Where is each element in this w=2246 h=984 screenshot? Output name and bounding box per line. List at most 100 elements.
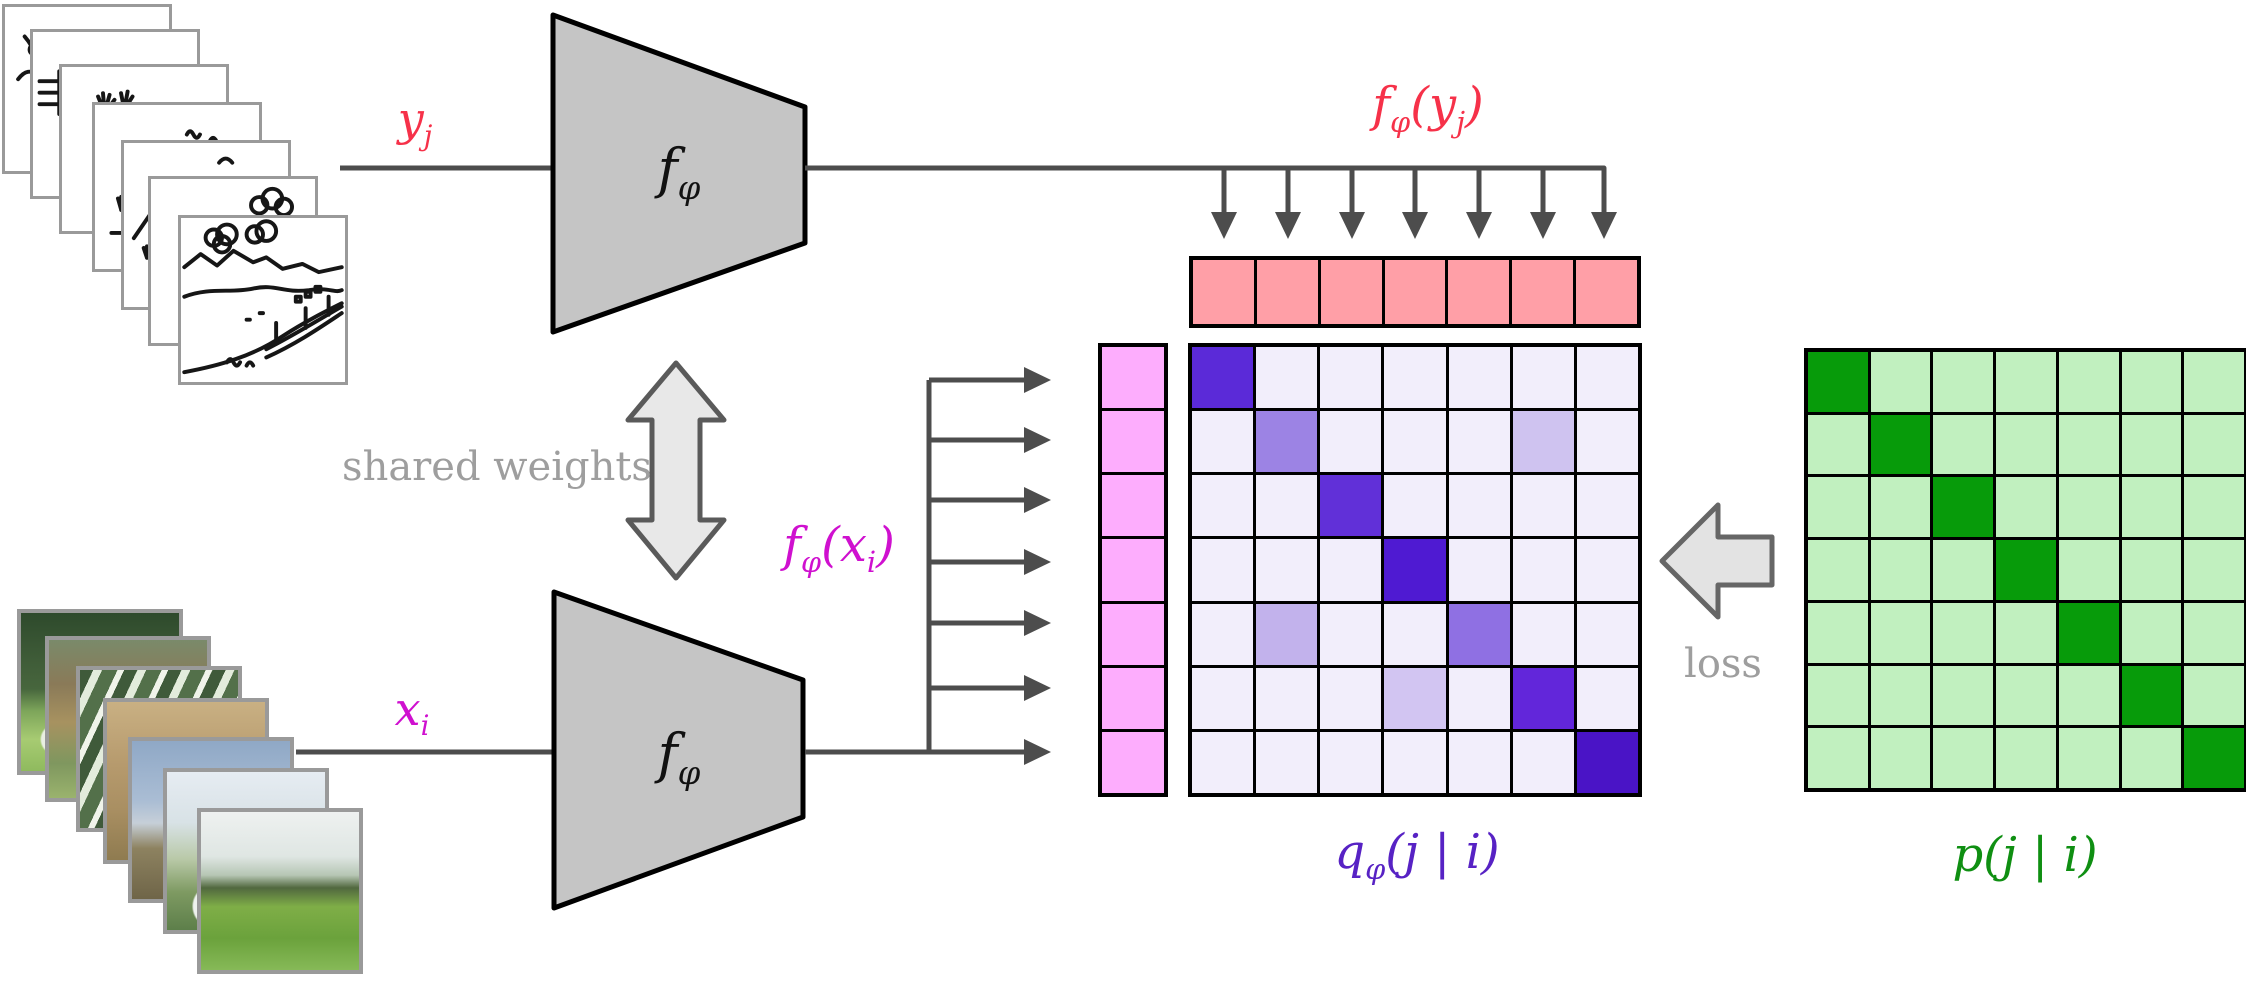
matrix-cell [1448,475,1510,537]
matrix-cell [2058,540,2119,600]
matrix-cell [1996,540,2056,600]
matrix-cell [1192,539,1254,601]
matrix-cell [1448,731,1510,793]
q-matrix-label: qφ(j | i) [1334,824,1500,886]
matrix-cell [2184,540,2244,600]
matrix-cell [2184,477,2244,538]
matrix-cell [1512,411,1574,473]
matrix-cell [2184,728,2244,788]
matrix-cell [1996,414,2056,475]
matrix-cell [1512,347,1574,409]
matrix-cell [1192,475,1254,537]
matrix-cell [2058,414,2119,475]
matrix-cell [1320,411,1382,473]
matrix-cell [1996,602,2056,663]
encoder-top-label: fφ [657,136,701,208]
matrix-cell [1192,667,1254,729]
matrix-cell [2058,352,2119,412]
matrix-cell [1320,260,1382,324]
loss-arrow-icon [1659,502,1775,620]
matrix-cell [1320,603,1382,665]
matrix-cell [1102,731,1164,793]
matrix-cell [2121,540,2182,600]
matrix-cell [1256,411,1318,473]
matrix-cell [1384,260,1446,324]
matrix-cell [2058,665,2119,726]
f-y-output-line [805,165,1617,239]
matrix-cell [2121,728,2182,788]
matrix-cell [1448,603,1510,665]
matrix-cell [1256,731,1318,793]
matrix-cell [1192,603,1254,665]
matrix-cell [1512,475,1574,537]
matrix-cell [1808,665,1868,726]
matrix-cell [1320,667,1382,729]
matrix-cell [1384,667,1446,729]
matrix-cell [1933,665,1994,726]
matrix-cell [1256,667,1318,729]
shared-weights-label: shared weights [342,444,652,490]
matrix-cell [1933,602,1994,663]
matrix-cell [1870,602,1931,663]
matrix-cell [1320,731,1382,793]
matrix-cell [1256,260,1318,324]
x-input-label: xi [394,681,430,743]
matrix-cell [1996,665,2056,726]
matrix-cell [1996,728,2056,788]
matrix-cell [1192,347,1254,409]
matrix-cell [1870,665,1931,726]
matrix-cell [1870,540,1931,600]
matrix-cell [2121,602,2182,663]
matrix-cell [1320,347,1382,409]
matrix-cell [1933,352,1994,412]
matrix-cell [1102,475,1164,537]
matrix-cell [1576,475,1638,537]
matrix-cell [1576,347,1638,409]
matrix-cell [1102,667,1164,729]
matrix-cell [2121,414,2182,475]
matrix-cell [2184,602,2244,663]
matrix-cell [1870,477,1931,538]
matrix-cell [1808,728,1868,788]
matrix-cell [1576,731,1638,793]
matrix-cell [1870,414,1931,475]
matrix-cell [1576,667,1638,729]
matrix-cell [1193,260,1254,324]
matrix-cell [1448,347,1510,409]
matrix-cell [1870,728,1931,788]
matrix-cell [1996,477,2056,538]
p-matrix-label: p(j | i) [1952,827,2098,883]
matrix-cell [1933,477,1994,538]
matrix-cell [1102,539,1164,601]
matrix-cell [1102,603,1164,665]
matrix-cell [2121,352,2182,412]
matrix-cell [1808,540,1868,600]
y-input-label: yj [397,91,433,153]
matrix-cell [1933,728,1994,788]
matrix-cell [2058,602,2119,663]
matrix-cell [1256,539,1318,601]
matrix-cell [1933,540,1994,600]
matrix-cell [2121,665,2182,726]
matrix-cell [1808,352,1868,412]
matrix-cell [1256,603,1318,665]
matrix-cell [1384,475,1446,537]
matrix-cell [1384,539,1446,601]
matrix-cell [1808,602,1868,663]
encoder-bottom-label: fφ [657,721,701,793]
matrix-cell [1512,667,1574,729]
sketch-drawing [182,219,344,375]
matrix-cell [1576,539,1638,601]
matrix-cell [1320,475,1382,537]
matrix-cell [1448,411,1510,473]
loss-label: loss [1684,641,1762,687]
matrix-cell [2121,477,2182,538]
matrix-cell [1808,477,1868,538]
photo-image [197,808,363,974]
f-x-label: fφ(xi) [783,517,895,579]
matrix-cell [1576,411,1638,473]
matrix-cell [1933,414,1994,475]
f-y-label: fφ(yj) [1372,77,1484,139]
sketch-image [178,215,348,385]
matrix-cell [1448,260,1510,324]
